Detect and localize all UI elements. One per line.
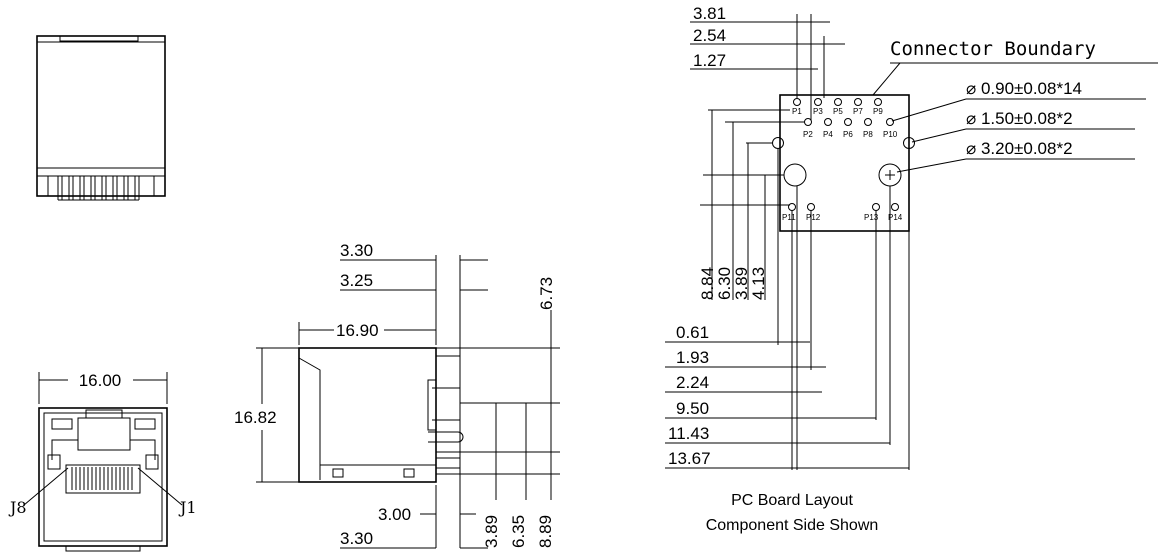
pin-p7: P7 — [853, 107, 863, 116]
pin-row-lower: P11 P12 P13 P14 — [782, 203, 903, 222]
pin-p4: P4 — [823, 130, 833, 139]
pin-p5: P5 — [833, 107, 843, 116]
top-view-pins — [57, 176, 140, 201]
dim-3-81: 3.81 — [693, 4, 726, 23]
spec-1-50: ⌀ 1.50±0.08*2 — [966, 109, 1073, 128]
pin-p13: P13 — [864, 213, 879, 222]
dim-4-13: 4.13 — [749, 267, 768, 300]
label-j8: J8 — [8, 498, 27, 517]
hole-1-50-left — [772, 137, 784, 149]
spec-0-90: ⌀ 0.90±0.08*14 — [966, 79, 1082, 98]
dim-16-00: 16.00 — [79, 371, 122, 390]
pin-p11: P11 — [782, 213, 796, 222]
dim-13-67: 13.67 — [668, 449, 711, 468]
front-view-contacts — [71, 467, 133, 490]
pin-p6: P6 — [843, 130, 853, 139]
pcb-layout: Connector Boundary 3.81 2.54 1.27 P1 P3 … — [665, 4, 1158, 534]
dim-2-24: 2.24 — [676, 373, 709, 392]
dim-9-50: 9.50 — [676, 399, 709, 418]
pin-p12: P12 — [806, 213, 821, 222]
side-view: 3.30 3.25 6.73 16.90 16.82 3.89 6.35 8.8… — [234, 241, 560, 549]
dim-3-89: 3.89 — [482, 515, 501, 548]
dim-11-43: 11.43 — [668, 424, 709, 443]
pin-row-top: P1 P3 P5 P7 P9 — [792, 98, 883, 116]
dim-3-30-bottom: 3.30 — [340, 529, 373, 548]
connector-boundary-label: Connector Boundary — [890, 38, 1096, 60]
pin-p8: P8 — [863, 130, 873, 139]
front-view: 16.00 J8 J1 — [8, 371, 197, 552]
dim-0-61: 0.61 — [676, 323, 709, 342]
pin-p1: P1 — [792, 107, 802, 116]
label-j1: J1 — [178, 498, 197, 517]
dim-6-30: 6.30 — [715, 267, 734, 300]
dim-6-73: 6.73 — [537, 277, 556, 310]
dim-3-25: 3.25 — [340, 271, 373, 290]
dim-2-54: 2.54 — [693, 26, 726, 45]
pin-p10: P10 — [883, 130, 898, 139]
spec-3-20: ⌀ 3.20±0.08*2 — [966, 139, 1073, 158]
dim-1-27: 1.27 — [693, 51, 726, 70]
pin-p2: P2 — [803, 130, 813, 139]
pin-p9: P9 — [873, 107, 883, 116]
caption-pc-board-layout: PC Board Layout — [731, 492, 853, 509]
pin-p14: P14 — [888, 213, 903, 222]
top-view — [36, 35, 166, 201]
dim-3-00: 3.00 — [378, 505, 411, 524]
pin-row-bottom: P2 P4 P6 P8 P10 — [803, 118, 898, 139]
pin-p3: P3 — [813, 107, 823, 116]
dim-16-82: 16.82 — [234, 408, 277, 427]
dim-8-84: 8.84 — [698, 267, 717, 300]
dim-8-89: 8.89 — [536, 515, 555, 548]
dim-6-35: 6.35 — [509, 515, 528, 548]
caption-component-side: Component Side Shown — [706, 517, 879, 534]
dim-1-93: 1.93 — [676, 348, 709, 367]
dim-3-89: 3.89 — [732, 267, 751, 300]
dim-3-30-top: 3.30 — [340, 241, 373, 260]
dim-16-90: 16.90 — [336, 321, 379, 340]
hole-3-20-left — [783, 163, 807, 187]
